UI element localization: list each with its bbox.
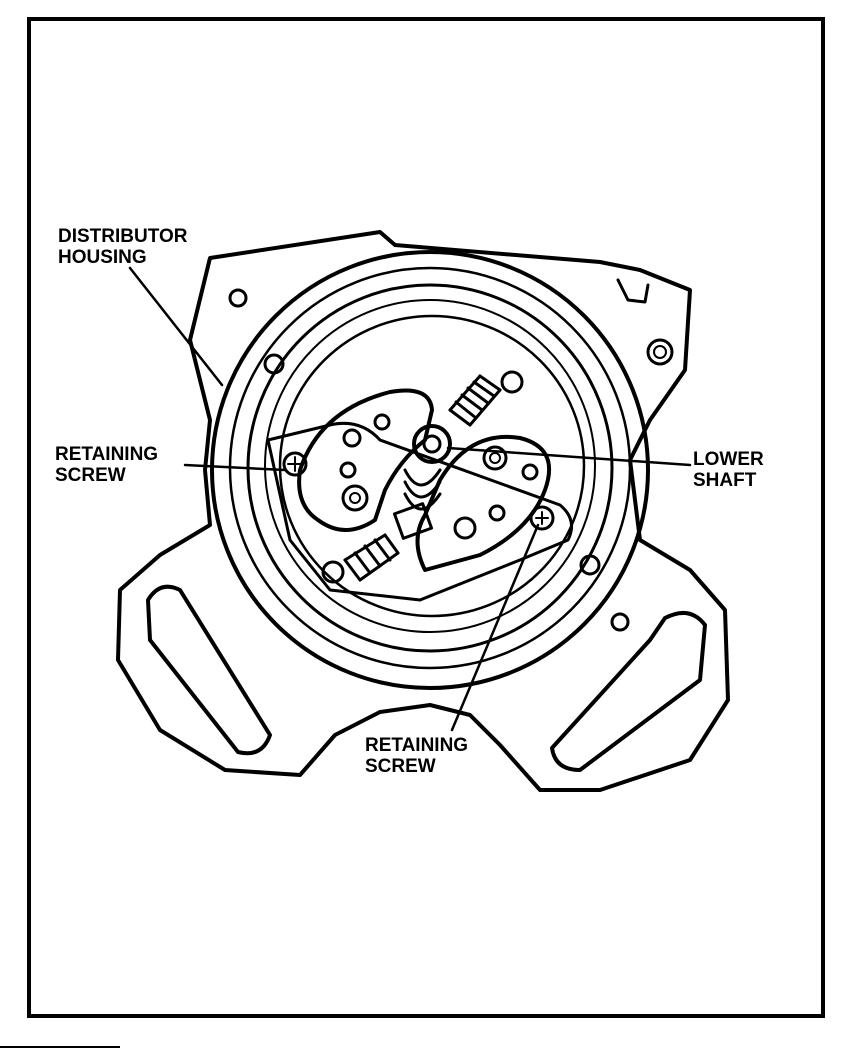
leader-retaining-screw-left [183,463,287,472]
leader-lower-shaft [446,446,692,467]
advance-weight-left [297,388,434,532]
lower-shaft-label: LOWER SHAFT [693,449,764,491]
retaining-screw-left-label: RETAINING SCREW [55,444,159,486]
leader-distributor-housing [128,266,224,387]
flange-hole-left [228,288,248,308]
breaker-plate [266,421,574,602]
left-slot [146,584,272,756]
margin-rule [0,1046,120,1048]
spring-top [448,370,524,427]
retaining-screw-bottom [529,505,555,531]
advance-weight-right [415,435,551,572]
housing-outer-ring [210,250,650,690]
mounting-flange [116,230,730,792]
retaining-screw-bottom-label: RETAINING SCREW [365,735,469,777]
distributor-housing-label: DISTRIBUTOR HOUSING [58,226,188,268]
leader-retaining-screw-bottom [450,523,540,732]
flange-hole-bottom [610,612,630,632]
flange-notch [616,278,650,304]
retaining-screw-left [282,451,308,477]
housing-hole-right [579,554,601,576]
lower-shaft [412,424,452,464]
spring-bottom [321,533,400,584]
housing-hole-left [263,353,285,375]
flange-hole-right [646,338,674,366]
figure-frame [27,17,825,1018]
right-slot [550,610,707,772]
